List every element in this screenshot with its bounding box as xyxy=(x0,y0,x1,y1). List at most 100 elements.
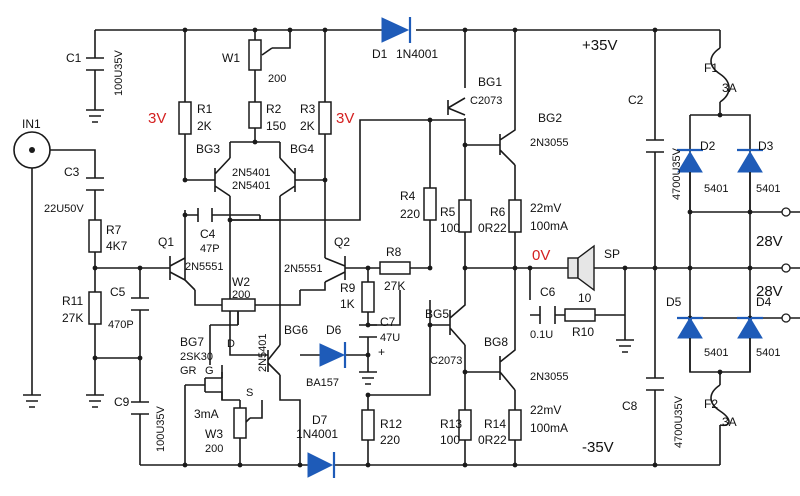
d3-icon xyxy=(737,151,763,173)
r13-body xyxy=(458,409,472,441)
c5-value: 470P xyxy=(108,319,134,331)
bg1-current: 100mA xyxy=(530,219,568,233)
r10-ref: R10 xyxy=(572,325,594,339)
d5-icon xyxy=(677,317,703,339)
d6-part: BA157 xyxy=(306,377,339,389)
c2-ref: C2 xyxy=(628,93,644,107)
bg5-part: C2073 xyxy=(430,355,462,367)
w2-ref: W2 xyxy=(232,275,250,289)
junctions xyxy=(92,27,753,468)
c1-ref: C1 xyxy=(66,51,82,65)
c2-value: 4700U35V xyxy=(671,147,683,200)
bg7-gr: GR xyxy=(180,365,197,377)
d3-part: 5401 xyxy=(756,183,780,195)
bg6-part: 2N5401 xyxy=(257,333,269,372)
c4-value: 47P xyxy=(200,243,220,255)
bg6-ref: BG6 xyxy=(284,323,308,337)
r9-ref: R9 xyxy=(340,281,356,295)
r4-ref: R4 xyxy=(400,189,416,203)
r10-value: 10 xyxy=(578,291,592,305)
c8-ref: C8 xyxy=(622,399,638,413)
c5-ref: C5 xyxy=(110,285,126,299)
d7-icon xyxy=(307,452,334,478)
bg1-ref: BG1 xyxy=(478,75,502,89)
d6-ref: D6 xyxy=(326,323,342,337)
r8-value: 27K xyxy=(384,279,405,293)
d7-part: 1N4001 xyxy=(296,427,338,441)
r14-ref: R14 xyxy=(484,417,506,431)
r3-value: 2K xyxy=(300,119,315,133)
bg8-part: 2N3055 xyxy=(530,371,569,383)
r12-ref: R12 xyxy=(380,417,402,431)
r6-ref: R6 xyxy=(490,205,506,219)
r3-body xyxy=(318,101,332,135)
r8-ref: R8 xyxy=(386,245,402,259)
r7-body xyxy=(88,219,102,253)
q2-part: 2N5551 xyxy=(284,263,323,275)
r4-value: 220 xyxy=(400,207,420,221)
q1-ref: Q1 xyxy=(158,235,174,249)
c9-value: 100U35V xyxy=(155,405,167,452)
w3-ref: W3 xyxy=(205,427,223,441)
d5-part: 5401 xyxy=(704,347,728,359)
fuses xyxy=(710,47,730,427)
speaker-icon xyxy=(567,244,595,292)
d2-ref: D2 xyxy=(700,139,716,153)
r9-body xyxy=(361,281,375,313)
w3-body xyxy=(233,407,247,439)
c9-ref: C9 xyxy=(114,395,130,409)
f2-ref: F2 xyxy=(704,397,718,411)
w3-value: 200 xyxy=(205,443,223,455)
r11-body xyxy=(88,291,102,325)
f2-value: 3A xyxy=(722,415,737,429)
current-label: 3mA xyxy=(194,407,219,421)
c4-ref: C4 xyxy=(200,227,216,241)
d4-icon xyxy=(737,317,763,339)
r1-body xyxy=(178,101,192,135)
pos-rail-label: +35V xyxy=(582,37,617,54)
input-connector xyxy=(13,131,51,169)
r5-ref: R5 xyxy=(440,205,456,219)
bias-left-label: 3V xyxy=(148,110,166,127)
r14-body xyxy=(508,409,522,441)
out-label: 0V xyxy=(532,247,550,264)
bg7-part: 2SK30 xyxy=(180,351,213,363)
d5-ref: D5 xyxy=(666,295,682,309)
r5-body xyxy=(458,199,472,233)
d1-icon xyxy=(381,17,410,43)
c7-plus: + xyxy=(378,345,385,359)
bg1-drop: 22mV xyxy=(530,201,561,215)
bg7-d: D xyxy=(227,338,235,350)
r2-body xyxy=(248,101,262,129)
sp-ref: SP xyxy=(604,247,620,261)
d7-ref: D7 xyxy=(312,413,328,427)
labels: IN1 C1 100U35V 3V 3V R1 2K W1 200 R2 150… xyxy=(22,37,783,456)
r10-body xyxy=(564,308,596,322)
r6-body xyxy=(508,199,522,233)
w1-body xyxy=(248,39,262,71)
bg2-part: 2N3055 xyxy=(530,137,569,149)
bg7-g: G xyxy=(205,365,214,377)
r12-body xyxy=(361,409,375,441)
r9-value: 1K xyxy=(340,297,355,311)
f1-value: 3A xyxy=(722,81,737,95)
d3-ref: D3 xyxy=(758,139,774,153)
transistor-bodies xyxy=(169,157,346,400)
sec2-label: 28V xyxy=(756,283,783,300)
q2-ref: Q2 xyxy=(334,235,350,249)
bg5-ref: BG5 xyxy=(425,307,449,321)
bg8-drop: 22mV xyxy=(530,403,561,417)
bg8-current: 100mA xyxy=(530,421,568,435)
neg-rail-label: -35V xyxy=(582,439,614,456)
c1-value: 100U35V xyxy=(113,49,125,96)
bg7-s: S xyxy=(246,387,253,399)
w1-ref: W1 xyxy=(222,51,240,65)
bg4-ref: BG4 xyxy=(290,142,314,156)
bg2-ref: BG2 xyxy=(538,111,562,125)
r7-ref: R7 xyxy=(106,223,122,237)
r13-value: 100 xyxy=(440,433,460,447)
w2-body xyxy=(221,298,256,312)
bg3-part: 2N5401 xyxy=(232,167,271,179)
